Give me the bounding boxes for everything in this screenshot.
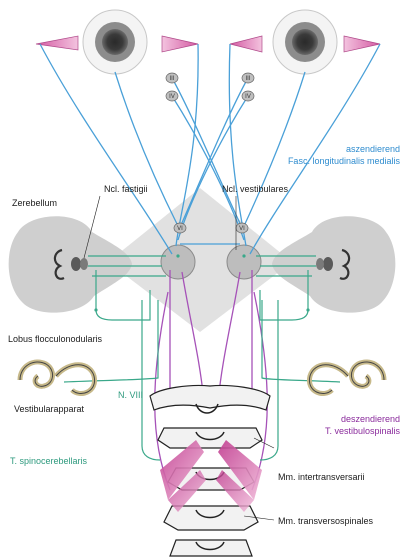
label-ncl-fastigii: Ncl. fastigii [104, 184, 148, 194]
right-pupil [292, 29, 318, 55]
right-cerebellum [272, 216, 395, 312]
left-cerebellum-shape [9, 216, 132, 312]
label-deszendierend: deszendierend [341, 414, 400, 424]
label-zerebellum: Zerebellum [12, 198, 57, 208]
label-t-spinocerebellaris: T. spinocerebellaris [10, 456, 88, 466]
label-n-viii: N. VIII [118, 390, 143, 400]
green-dot-1 [176, 254, 179, 257]
label-vestibularapparat: Vestibularapparat [14, 404, 85, 414]
left-canal-outer [56, 365, 95, 394]
green-dot-2 [242, 254, 245, 257]
label-ncl-vestibulares: Ncl. vestibulares [222, 184, 289, 194]
label-lobus: Lobus flocculonodularis [8, 334, 103, 344]
vertebra-2 [158, 428, 262, 448]
right-eye-muscle-lateral [344, 36, 380, 52]
nucleus-iii-right-label: III [245, 76, 250, 82]
right-eye-muscle-medial [230, 36, 262, 52]
left-ncl-fastigii-2 [80, 258, 88, 270]
right-ncl-fastigii-2 [316, 258, 324, 270]
right-ncl-fastigii [323, 257, 333, 271]
right-cerebellum-shape [272, 216, 395, 312]
nucleus-vi-left-label: VI [177, 226, 183, 232]
nucleus-iii-left-label: III [169, 76, 174, 82]
nucleus-vi-right-label: VI [239, 226, 245, 232]
right-vestibular-apparatus [309, 362, 384, 394]
left-eye [36, 10, 198, 74]
right-canal-outer [309, 365, 348, 394]
left-ncl-fastigii [71, 257, 81, 271]
label-aszendierend: aszendierend [346, 144, 400, 154]
left-pupil [102, 29, 128, 55]
left-vestibular-nucleus [161, 245, 195, 279]
left-cerebellum [9, 216, 132, 312]
right-eye [230, 10, 380, 74]
label-fasc-long-med: Fasc. longitudinalis medialis [288, 156, 401, 166]
label-mm-intertransversarii: Mm. intertransversarii [278, 472, 365, 482]
green-dot-3 [94, 308, 97, 311]
left-vestibular-apparatus [20, 362, 95, 394]
label-t-vestibulospinalis: T. vestibulospinalis [325, 426, 401, 436]
vertebra-atlas [150, 385, 270, 410]
green-dot-4 [306, 308, 309, 311]
green-spino-right [260, 300, 278, 460]
nucleus-iv-left-label: IV [169, 94, 175, 100]
label-mm-transversospinales: Mm. transversospinales [278, 516, 374, 526]
brainstem-diamond [108, 188, 292, 332]
right-vestibular-nucleus [227, 245, 261, 279]
left-eye-muscle-medial [162, 36, 198, 52]
green-n8-right [262, 300, 340, 382]
vertebra-5 [170, 540, 252, 556]
nucleus-iv-right-label: IV [245, 94, 251, 100]
green-spino-left [142, 300, 160, 460]
